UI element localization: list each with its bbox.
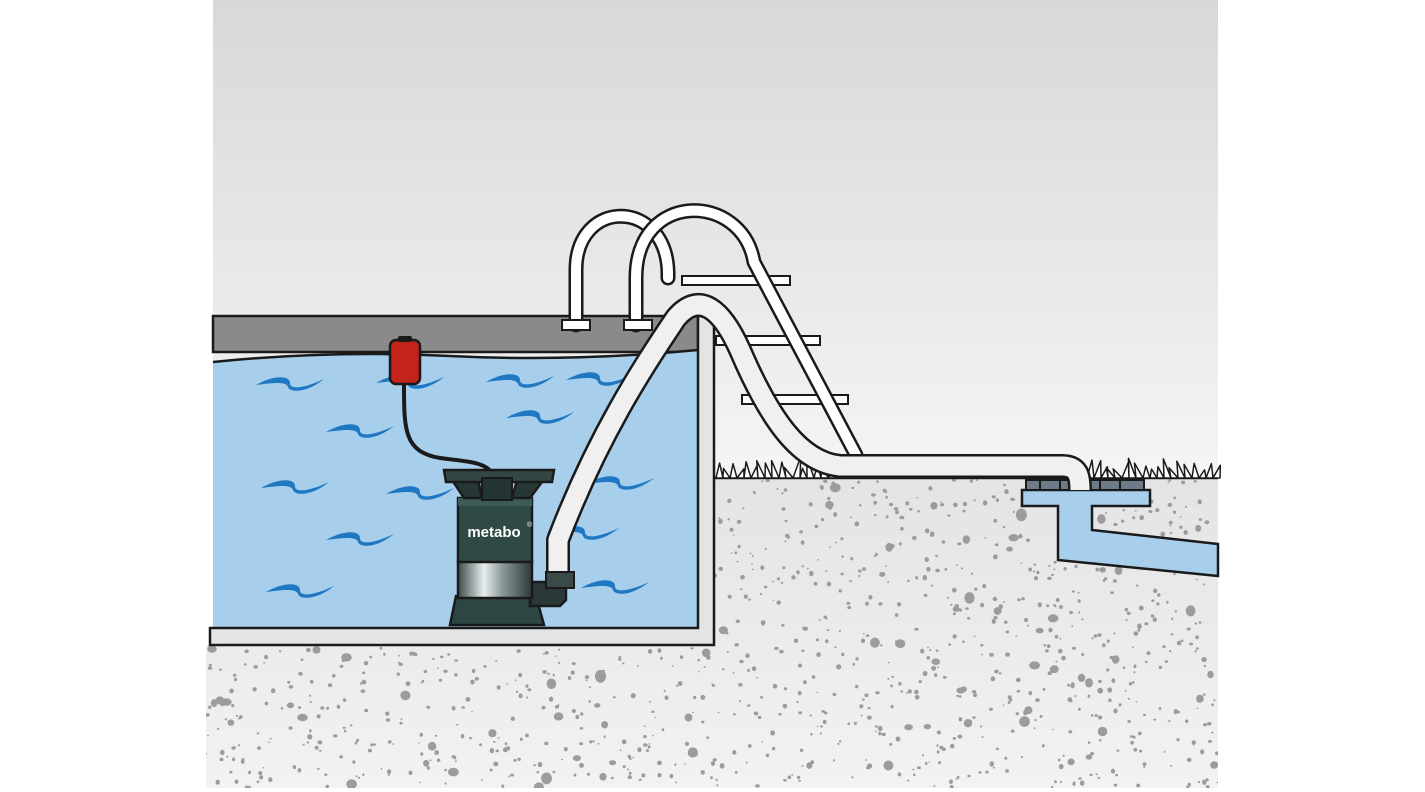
float-switch-icon xyxy=(388,336,496,479)
submersible-pump-icon: metabo ® xyxy=(442,468,575,627)
pump-brand-mark: ® xyxy=(527,521,533,529)
pool-ladder-icon xyxy=(561,203,864,463)
discharge-hose-icon xyxy=(546,293,1092,582)
pump-brand-label: metabo xyxy=(467,524,520,541)
